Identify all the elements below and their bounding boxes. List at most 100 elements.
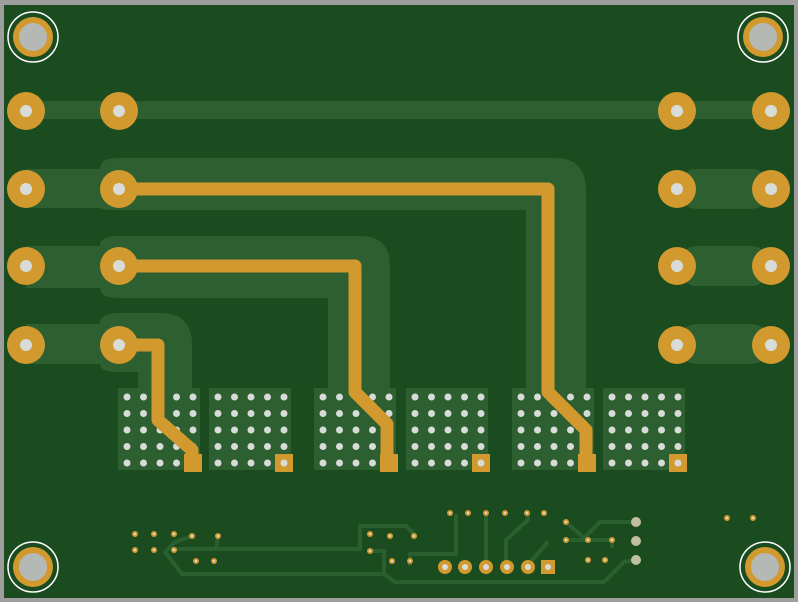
via-dot bbox=[173, 393, 180, 401]
mounting-hole-icon bbox=[7, 11, 59, 63]
via-drill bbox=[172, 548, 176, 552]
via-dot bbox=[477, 443, 485, 450]
via-dot bbox=[567, 443, 574, 450]
copper-trace-2 bbox=[112, 259, 394, 469]
via-dot bbox=[567, 393, 574, 401]
via-dot bbox=[123, 410, 131, 417]
via-dot bbox=[280, 410, 288, 417]
pad-drill bbox=[765, 339, 777, 351]
via-dot bbox=[641, 443, 649, 450]
pad-drill bbox=[765, 183, 777, 195]
via-drill bbox=[190, 534, 194, 538]
via-dot bbox=[625, 426, 632, 434]
via-drill bbox=[448, 511, 452, 515]
via-dot bbox=[550, 443, 558, 450]
through-hole-pad-icon bbox=[658, 326, 696, 364]
via-dot bbox=[156, 459, 164, 467]
via-dot bbox=[247, 459, 255, 467]
pad-drill bbox=[671, 260, 683, 272]
via-dot bbox=[567, 426, 574, 434]
via-dot bbox=[428, 410, 435, 417]
via-dot bbox=[280, 443, 288, 450]
copper-traces bbox=[112, 182, 593, 469]
via-dot bbox=[352, 443, 360, 450]
via-dot bbox=[280, 459, 288, 467]
via-dot bbox=[567, 459, 574, 467]
via-dot bbox=[214, 410, 222, 417]
via-dot bbox=[123, 459, 131, 467]
via-dot bbox=[336, 443, 343, 450]
signal-traces bbox=[163, 514, 637, 584]
header-pin-drill bbox=[462, 564, 468, 570]
signal-trace-g bbox=[504, 514, 530, 566]
via-dot bbox=[517, 426, 525, 434]
via-dot bbox=[189, 410, 197, 417]
pad-drill bbox=[113, 339, 125, 351]
via-dot bbox=[231, 393, 238, 401]
through-hole-pad-icon bbox=[7, 170, 45, 208]
via-dot bbox=[517, 459, 525, 467]
via-drill bbox=[564, 520, 568, 524]
via-dot bbox=[385, 393, 393, 401]
via-dot bbox=[173, 459, 180, 467]
via-array-block bbox=[603, 388, 687, 472]
via-dot bbox=[231, 459, 238, 467]
via-dot bbox=[189, 393, 197, 401]
right-pour-1 bbox=[677, 169, 771, 209]
via-drill bbox=[388, 534, 392, 538]
via-drill bbox=[194, 559, 198, 563]
pad-drill bbox=[20, 105, 32, 117]
via-dot bbox=[264, 459, 271, 467]
via-dot bbox=[477, 393, 485, 401]
via-dot bbox=[319, 393, 327, 401]
via-dot bbox=[173, 410, 180, 417]
via-dot bbox=[214, 393, 222, 401]
via-drill bbox=[725, 516, 729, 520]
header-pin-drill bbox=[442, 564, 448, 570]
via-dot bbox=[583, 410, 591, 417]
via-dot bbox=[444, 426, 452, 434]
pad-drill bbox=[671, 183, 683, 195]
via-drill bbox=[484, 511, 488, 515]
via-dot bbox=[123, 426, 131, 434]
via-dot bbox=[247, 426, 255, 434]
via-dot bbox=[608, 410, 616, 417]
hole-drill bbox=[19, 23, 47, 51]
signal-trace-d bbox=[370, 549, 386, 574]
hole-drill bbox=[751, 553, 779, 581]
via-dot bbox=[461, 459, 468, 467]
pad-drill bbox=[113, 105, 125, 117]
via-array-block bbox=[406, 388, 490, 472]
via-dot bbox=[674, 410, 682, 417]
via-dot bbox=[608, 443, 616, 450]
via-dot bbox=[461, 426, 468, 434]
via-dot bbox=[608, 393, 616, 401]
via-dot bbox=[534, 459, 541, 467]
via-dot bbox=[534, 443, 541, 450]
through-hole-pad-icon bbox=[100, 170, 138, 208]
through-hole-pad-icon bbox=[752, 326, 790, 364]
via-dot bbox=[319, 459, 327, 467]
via-dot bbox=[428, 426, 435, 434]
via-dot bbox=[477, 459, 485, 467]
via-dot bbox=[140, 443, 147, 450]
via-array-block bbox=[314, 388, 398, 472]
via-dot bbox=[608, 426, 616, 434]
through-hole-pad-icon bbox=[658, 247, 696, 285]
through-hole-pad-icon bbox=[752, 247, 790, 285]
header-pin-drill bbox=[483, 564, 489, 570]
via-dot bbox=[658, 443, 665, 450]
via-dot bbox=[247, 410, 255, 417]
via-dot bbox=[189, 426, 197, 434]
via-dot bbox=[641, 410, 649, 417]
via-drill bbox=[525, 511, 529, 515]
via-dot bbox=[247, 443, 255, 450]
via-dot bbox=[264, 426, 271, 434]
via-dot bbox=[658, 410, 665, 417]
via-dot bbox=[658, 426, 665, 434]
via-dot bbox=[264, 410, 271, 417]
through-hole-pad-icon bbox=[658, 92, 696, 130]
via-drill bbox=[751, 516, 755, 520]
via-dot bbox=[658, 459, 665, 467]
